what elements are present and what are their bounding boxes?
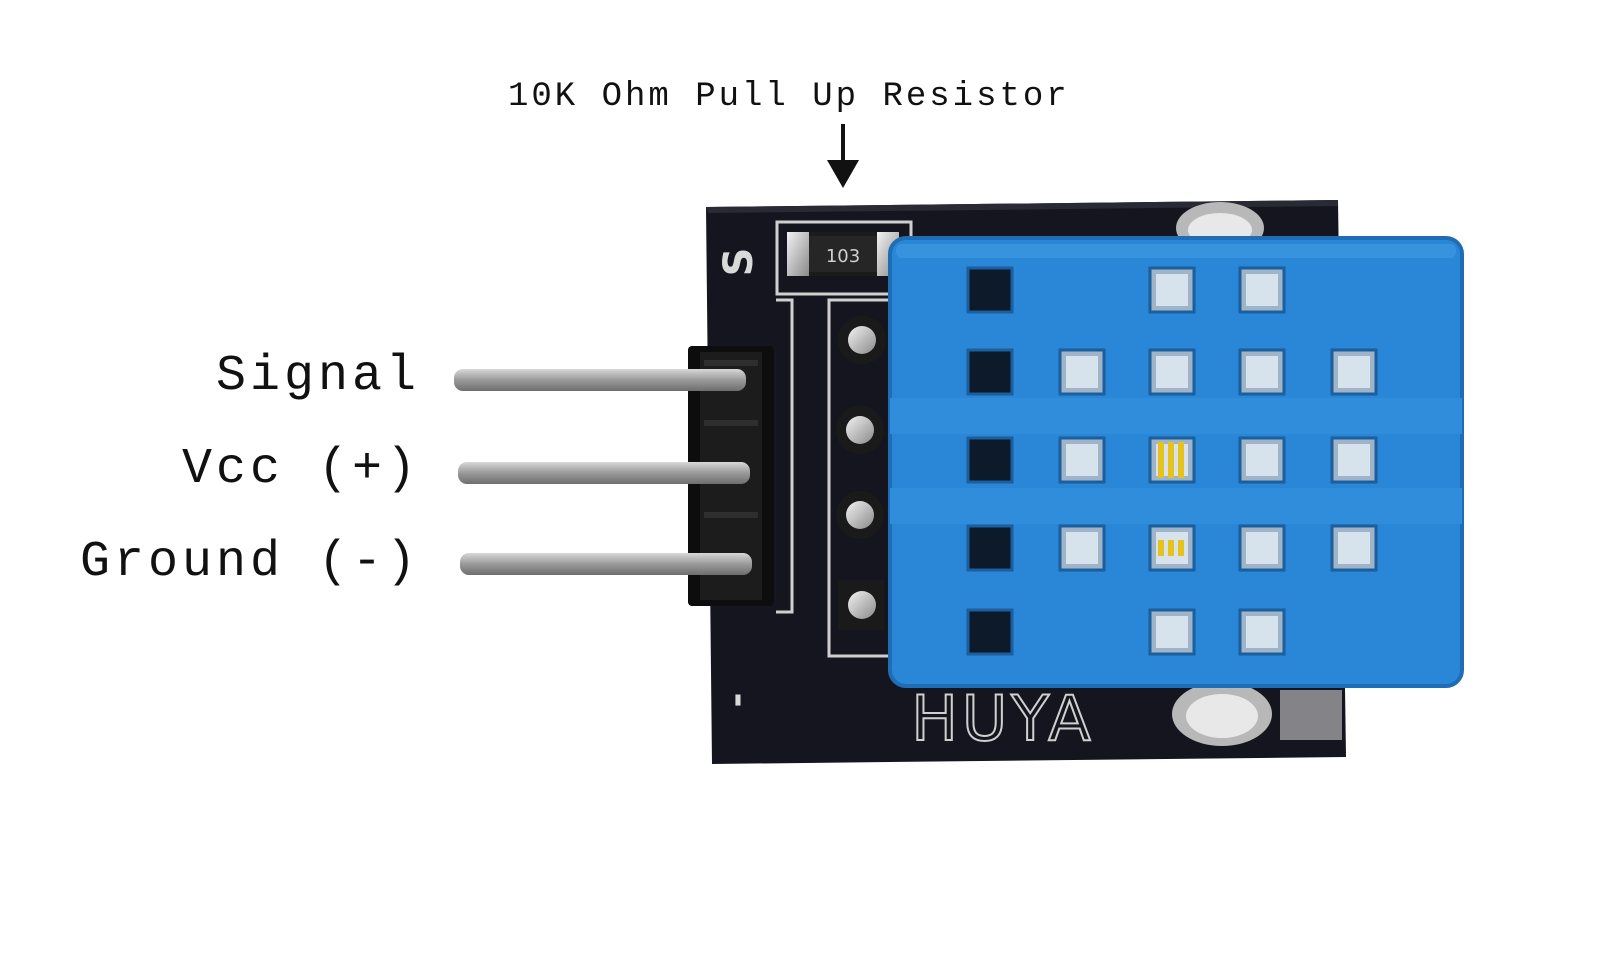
sensor-solder-pads <box>836 316 886 630</box>
ground-pin-label: Ground (-) <box>79 534 420 591</box>
vent-window-glint <box>1066 444 1098 476</box>
resistor-code-text: 103 <box>826 246 860 267</box>
sensing-element-strip <box>1168 442 1174 478</box>
vent-window-glint <box>1246 356 1278 388</box>
vent-window <box>966 266 1014 314</box>
vent-window-glint <box>1338 444 1370 476</box>
vcc-pin <box>458 462 750 484</box>
sensing-element-strip <box>1158 540 1164 556</box>
silkscreen-s-text: S <box>716 248 762 277</box>
sensing-element-strip <box>1178 442 1184 478</box>
vcc-pin-label: Vcc (+) <box>181 441 420 498</box>
sensing-element-strip <box>1168 540 1174 556</box>
vent-window-glint <box>1156 274 1188 306</box>
sensor-vent-grid <box>966 266 1378 656</box>
vent-window <box>966 436 1014 484</box>
signal-pin <box>454 369 746 391</box>
vent-window-glint <box>1066 532 1098 564</box>
vent-window <box>966 608 1014 656</box>
vent-window-glint <box>1338 356 1370 388</box>
vent-window-glint <box>1156 356 1188 388</box>
vent-window-glint <box>1156 616 1188 648</box>
resistor-arrow <box>827 124 859 188</box>
vent-window <box>966 524 1014 572</box>
vent-window <box>966 348 1014 396</box>
signal-pin-label: Signal <box>215 348 420 405</box>
sensing-element-strip <box>1158 442 1164 478</box>
vent-window-glint <box>1246 444 1278 476</box>
vent-window-glint <box>1246 532 1278 564</box>
silkscreen-minus-text: - <box>716 693 757 708</box>
resistor-annotation-label: 10K Ohm Pull Up Resistor <box>508 78 1070 116</box>
vent-window-glint <box>1066 356 1098 388</box>
smd-resistor: 103 <box>787 232 899 276</box>
vent-window-glint <box>1246 616 1278 648</box>
mounting-holes <box>1172 202 1342 746</box>
vent-window-glint <box>1246 274 1278 306</box>
brand-text: HUYA <box>911 682 1094 755</box>
sensing-element-strip <box>1178 540 1184 556</box>
vent-window-glint <box>1338 532 1370 564</box>
ground-pin <box>460 553 752 575</box>
